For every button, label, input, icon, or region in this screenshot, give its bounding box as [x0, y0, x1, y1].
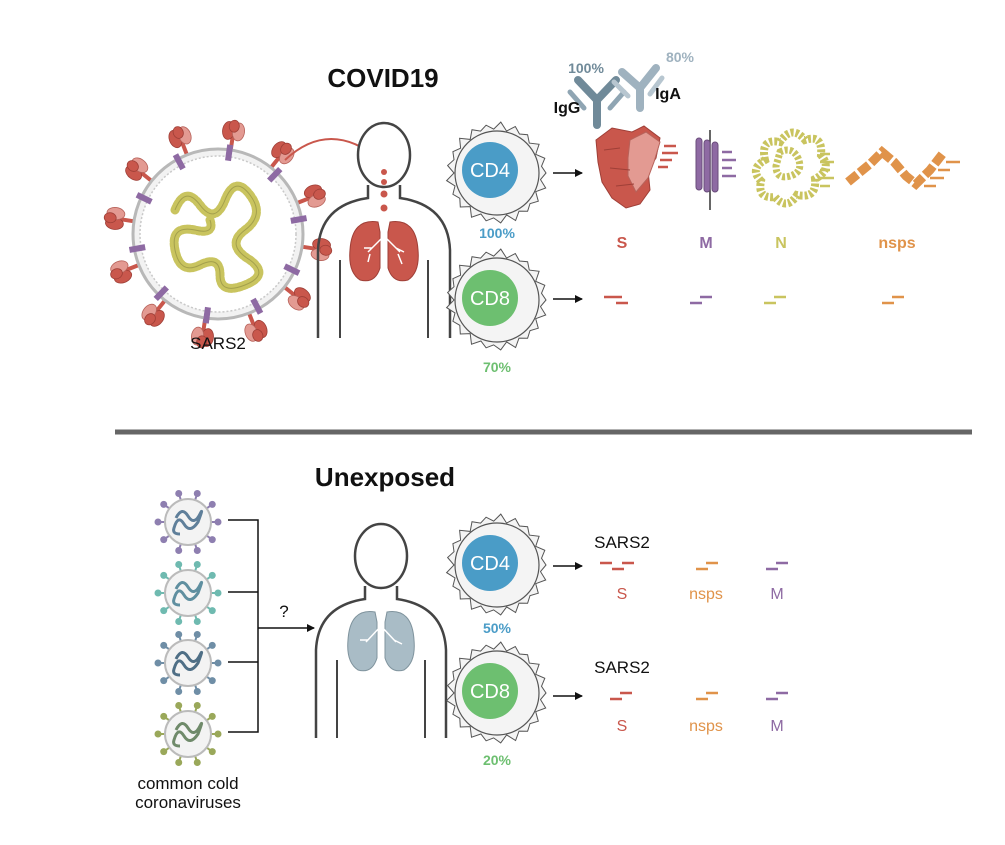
cd8-percent: 70%: [483, 359, 512, 375]
cd8-epitope-s-unexposed: [610, 691, 632, 701]
cd4-t-cell-icon: [445, 121, 547, 224]
cd4-epitope-s-unexposed: [600, 561, 634, 571]
protein-label-s: S: [617, 235, 628, 252]
cold-virus-label-line1: common cold: [137, 774, 238, 793]
human-body-unexposed-icon: [314, 522, 448, 738]
cd4-label-unexposed: CD4: [470, 553, 510, 575]
cd8-t-cell-icon: [445, 248, 547, 351]
sars2-virus-icon: [103, 119, 333, 349]
cd4-target-label: SARS2: [594, 533, 650, 552]
cd4-percent-unexposed: 50%: [483, 620, 512, 636]
question-mark: ?: [279, 602, 288, 621]
nsps-icon: [845, 145, 960, 191]
sars2-label: SARS2: [190, 334, 246, 353]
protein-label-n: N: [775, 235, 787, 252]
cd8-protein-nsps: nsps: [689, 718, 723, 735]
cd4-epitope-nsps-unexposed: [696, 561, 718, 571]
cd8-epitope-m: [690, 295, 712, 305]
cd8-t-cell-icon-unexposed: [445, 641, 547, 744]
iga-percent: 80%: [666, 49, 695, 65]
covid19-title: COVID19: [327, 63, 438, 93]
cd4-t-cell-icon-unexposed: [445, 513, 547, 616]
cold-coronavirus-icon: [154, 630, 222, 696]
protein-label-nsps: nsps: [878, 235, 915, 252]
unexposed-title: Unexposed: [315, 462, 455, 492]
cd4-protein-nsps: nsps: [689, 586, 723, 603]
iga-antibody-icon: [611, 64, 665, 112]
nucleocapsid-icon: [751, 128, 834, 208]
human-body-infected-icon: [316, 121, 452, 338]
protein-label-m: M: [699, 235, 712, 252]
cd4-protein-s: S: [617, 586, 628, 603]
cd8-epitope-nsps: [882, 295, 904, 305]
membrane-protein-icon: [695, 130, 736, 210]
cd4-label: CD4: [470, 160, 510, 182]
cd8-epitope-s: [604, 295, 628, 305]
cold-virus-label-line2: coronaviruses: [135, 793, 241, 812]
iga-label: IgA: [655, 86, 681, 103]
igg-label: IgG: [554, 100, 581, 117]
spike-protein-icon: [595, 125, 678, 209]
cd8-label: CD8: [470, 288, 510, 310]
cd8-protein-m: M: [770, 718, 783, 735]
cold-coronavirus-icon: [154, 489, 222, 555]
cd8-epitope-m-unexposed: [766, 691, 788, 701]
cd4-percent: 100%: [479, 225, 515, 241]
igg-percent: 100%: [568, 60, 604, 76]
cold-coronavirus-icon: [154, 560, 222, 626]
cd4-epitope-m-unexposed: [766, 561, 788, 571]
virus-bracket: [228, 519, 315, 733]
cd8-protein-s: S: [617, 718, 628, 735]
cd8-target-label: SARS2: [594, 658, 650, 677]
cd8-percent-unexposed: 20%: [483, 752, 512, 768]
cd8-epitope-nsps-unexposed: [696, 691, 718, 701]
cd4-protein-m: M: [770, 586, 783, 603]
cd8-epitope-n: [764, 295, 786, 305]
cd8-label-unexposed: CD8: [470, 681, 510, 703]
cold-coronavirus-icon: [154, 701, 222, 767]
